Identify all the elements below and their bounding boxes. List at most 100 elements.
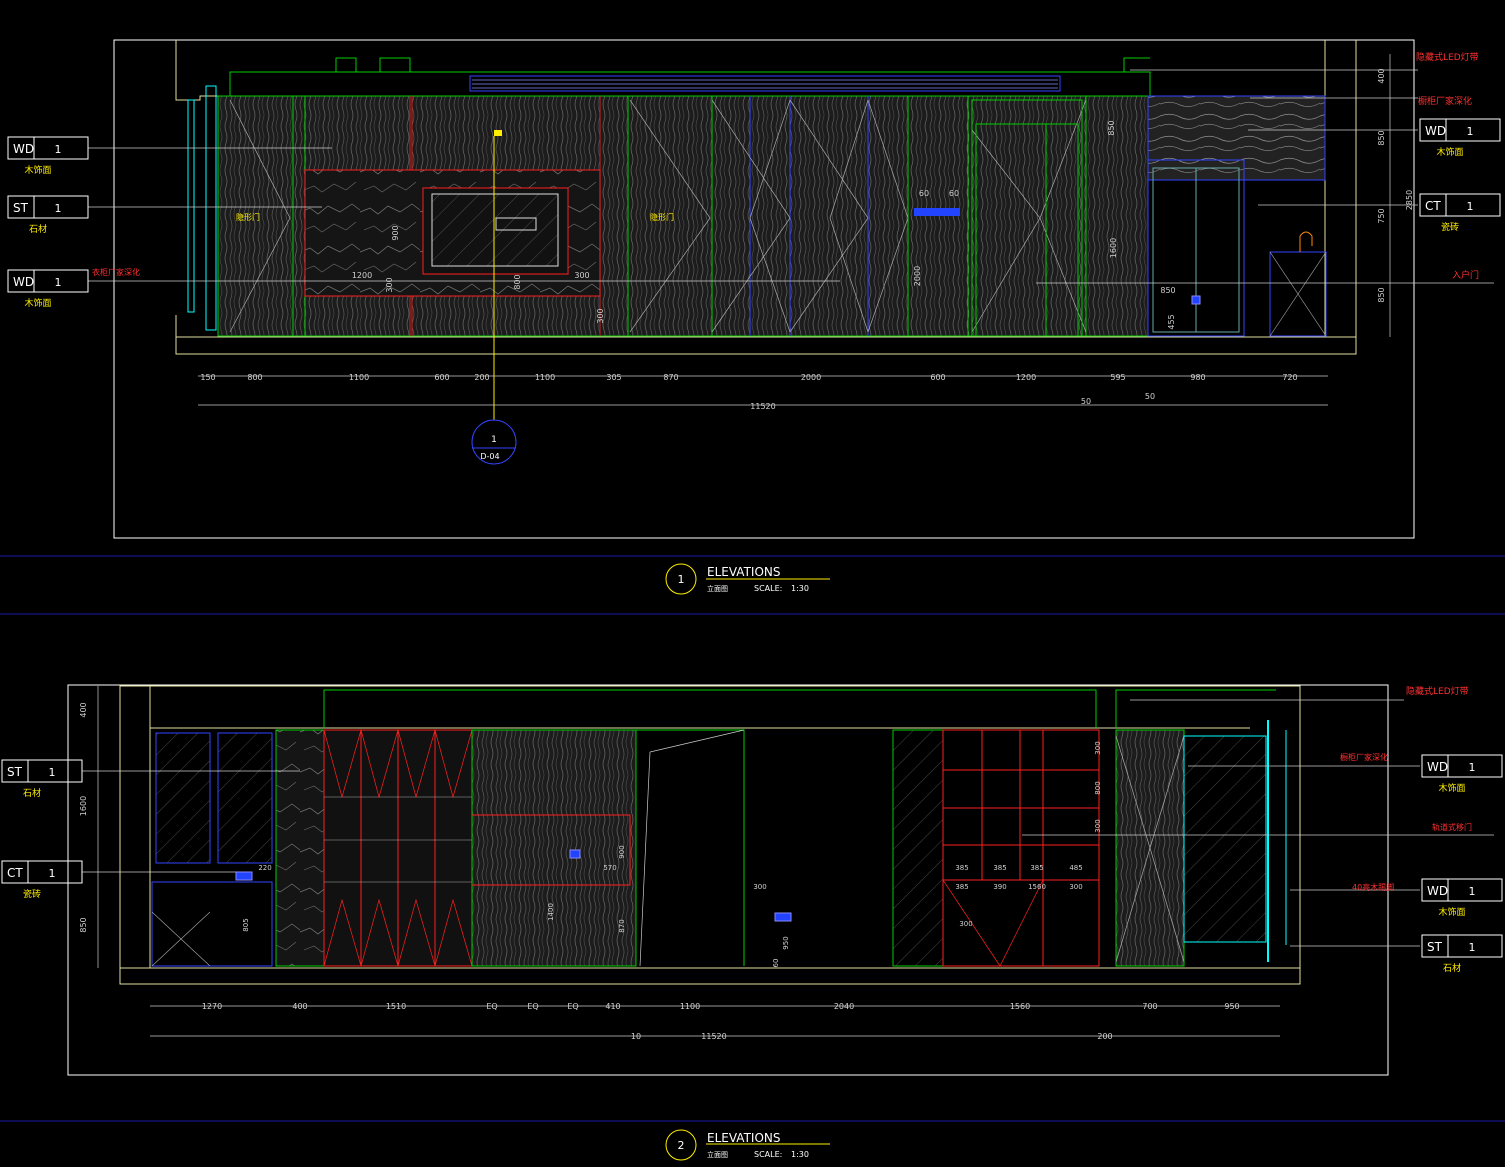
tag-caption: 木饰面 — [1436, 146, 1463, 158]
dim-value: 600 — [434, 373, 449, 382]
dim-inner: 300 — [1069, 883, 1082, 891]
switch-icon — [494, 130, 502, 136]
dim-inner: 485 — [1069, 864, 1082, 872]
dim-inner: 385 — [955, 883, 968, 891]
dim-inner: 800 — [1094, 781, 1102, 794]
dim-value: 1200 — [1016, 373, 1036, 382]
dim-value: 50 — [1081, 397, 1091, 406]
dim-total: 2850 — [1405, 190, 1414, 210]
glass-panel — [892, 729, 944, 967]
title-sub: 立面图 — [707, 584, 728, 593]
dim-value: EQ — [527, 1002, 538, 1011]
dim-value: 1100 — [349, 373, 369, 382]
tag-number: 1 — [55, 276, 62, 289]
title-scale-value: 1:30 — [791, 584, 809, 593]
note-cabinet: 衣柜厂家深化 — [92, 267, 140, 277]
tag-number: 1 — [1467, 200, 1474, 213]
tag-code: WD — [1425, 124, 1446, 138]
opening — [636, 729, 745, 966]
switch-icon — [235, 871, 253, 881]
material-tag — [1421, 754, 1503, 778]
shoe-cabinet — [1042, 729, 1100, 967]
elevation-2 — [67, 684, 1494, 1076]
dim-value: 700 — [1142, 1002, 1157, 1011]
tag-code: ST — [7, 765, 23, 779]
material-tag — [7, 195, 89, 219]
dim-inner: 300 — [753, 883, 766, 891]
material-tag — [1419, 118, 1501, 142]
title-scale-label: SCALE: — [754, 1150, 782, 1159]
dim-value: 850 — [1377, 130, 1386, 145]
dim-value: 600 — [930, 373, 945, 382]
tall-cabinet — [155, 732, 211, 864]
tag-caption: 石材 — [1443, 962, 1461, 974]
tag-caption: 石材 — [29, 223, 47, 235]
dim-value: 410 — [605, 1002, 620, 1011]
dim-inner: 2000 — [913, 266, 922, 286]
building-outline — [175, 40, 1326, 101]
dim-inner: 385 — [1030, 864, 1043, 872]
title-text: ELEVATIONS — [707, 1131, 780, 1145]
note-led: 隐藏式LED灯带 — [1416, 51, 1479, 63]
material-tag — [1419, 193, 1501, 217]
light-strip — [914, 208, 960, 216]
dim-value: 1100 — [680, 1002, 700, 1011]
glass-door — [1183, 735, 1267, 943]
title-number: 1 — [678, 573, 685, 586]
shower-glass — [1147, 159, 1245, 337]
dim-inner: 60 — [919, 189, 929, 198]
dim-value: 1270 — [202, 1002, 222, 1011]
dim-inner: 60 — [772, 959, 780, 968]
dim-value: 980 — [1190, 373, 1205, 382]
dim-inner: 60 — [949, 189, 959, 198]
note-hidden-door: 隐形门 — [650, 212, 674, 222]
sink-cabinet — [1269, 251, 1327, 337]
tag-number: 1 — [55, 143, 62, 156]
dim-value: 305 — [606, 373, 621, 382]
dim-value: 1100 — [535, 373, 555, 382]
tag-code: CT — [1425, 199, 1441, 213]
dim-inner: 1400 — [547, 903, 555, 921]
material-tag — [1, 759, 83, 783]
switch-icon — [774, 912, 792, 922]
dim-value: 200 — [1097, 1032, 1112, 1041]
dim-value: 200 — [474, 373, 489, 382]
dim-inner: 385 — [993, 864, 1006, 872]
tag-number: 1 — [1469, 761, 1476, 774]
dim-inner: 300 — [574, 271, 589, 280]
dim-value: 2000 — [801, 373, 821, 382]
dim-inner: 385 — [955, 864, 968, 872]
title-text: ELEVATIONS — [707, 565, 780, 579]
wood-wall — [471, 729, 637, 967]
dim-inner: 300 — [959, 920, 972, 928]
dim-value: EQ — [567, 1002, 578, 1011]
dim-value: 750 — [1377, 208, 1386, 223]
stone-wall — [275, 729, 325, 967]
tv-screen — [431, 193, 559, 267]
dim-value: 850 — [79, 917, 88, 932]
tag-caption: 石材 — [23, 787, 41, 799]
tag-caption: 木饰面 — [24, 164, 51, 176]
material-tag — [7, 136, 89, 160]
note-factory: 橱柜厂家深化 — [1340, 752, 1388, 762]
dim-value: 720 — [1282, 373, 1297, 382]
building-outline — [175, 40, 1357, 355]
elevation-1 — [88, 39, 1494, 539]
section-marker — [471, 419, 517, 465]
dim-value: 150 — [200, 373, 215, 382]
dim-value: 850 — [1377, 287, 1386, 302]
tile-wall — [1147, 95, 1326, 181]
title-scale-value: 1:30 — [791, 1150, 809, 1159]
glass-column — [187, 99, 195, 313]
tag-caption: 木饰面 — [1438, 782, 1465, 794]
tag-caption: 木饰面 — [1438, 906, 1465, 918]
dim-value: EQ — [486, 1002, 497, 1011]
dim-inner: 390 — [993, 883, 1006, 891]
dim-inner: 1560 — [1028, 883, 1046, 891]
tag-number: 1 — [1467, 125, 1474, 138]
dim-value: 1600 — [79, 796, 88, 816]
ceiling-line — [229, 71, 1151, 96]
tag-code: WD — [13, 142, 34, 156]
dim-inner: 900 — [391, 225, 400, 240]
